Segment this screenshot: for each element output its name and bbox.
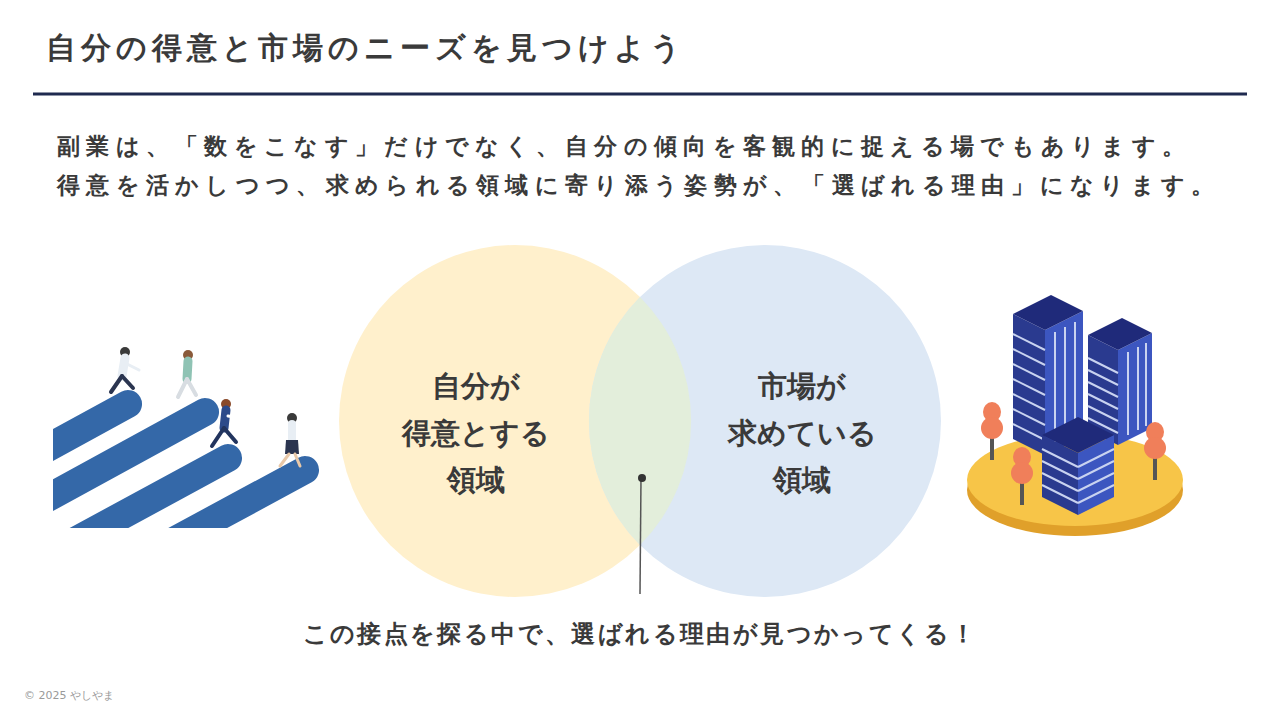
leader-line: [640, 478, 641, 594]
title-rule: [33, 93, 1247, 96]
copyright: © 2025 やしやま: [24, 688, 114, 703]
runners: [111, 347, 300, 466]
runner-stripes: [53, 404, 305, 528]
leader-dot: [638, 474, 646, 482]
circle-label: 自分が 得意とする 領域: [386, 363, 566, 504]
slide-title: 自分の得意と市場のニーズを見つけよう: [46, 28, 686, 69]
circle-shape: [589, 245, 941, 597]
overlap-region: [589, 297, 691, 545]
intro-text: 副業は、「数をこなす」だけでなく、自分の傾向を客観的に捉える場でもあります。: [57, 131, 1191, 162]
circle-label: 市場が 求めている 領域: [712, 363, 892, 504]
overlap-note: この接点を探る中で、選ばれる理由が見つかってくる！: [0, 618, 1280, 650]
city-illustration: [967, 295, 1183, 536]
intro-text: 得意を活かしつつ、求められる領域に寄り添う姿勢が、「選ばれる理由」になります。: [57, 170, 1221, 201]
